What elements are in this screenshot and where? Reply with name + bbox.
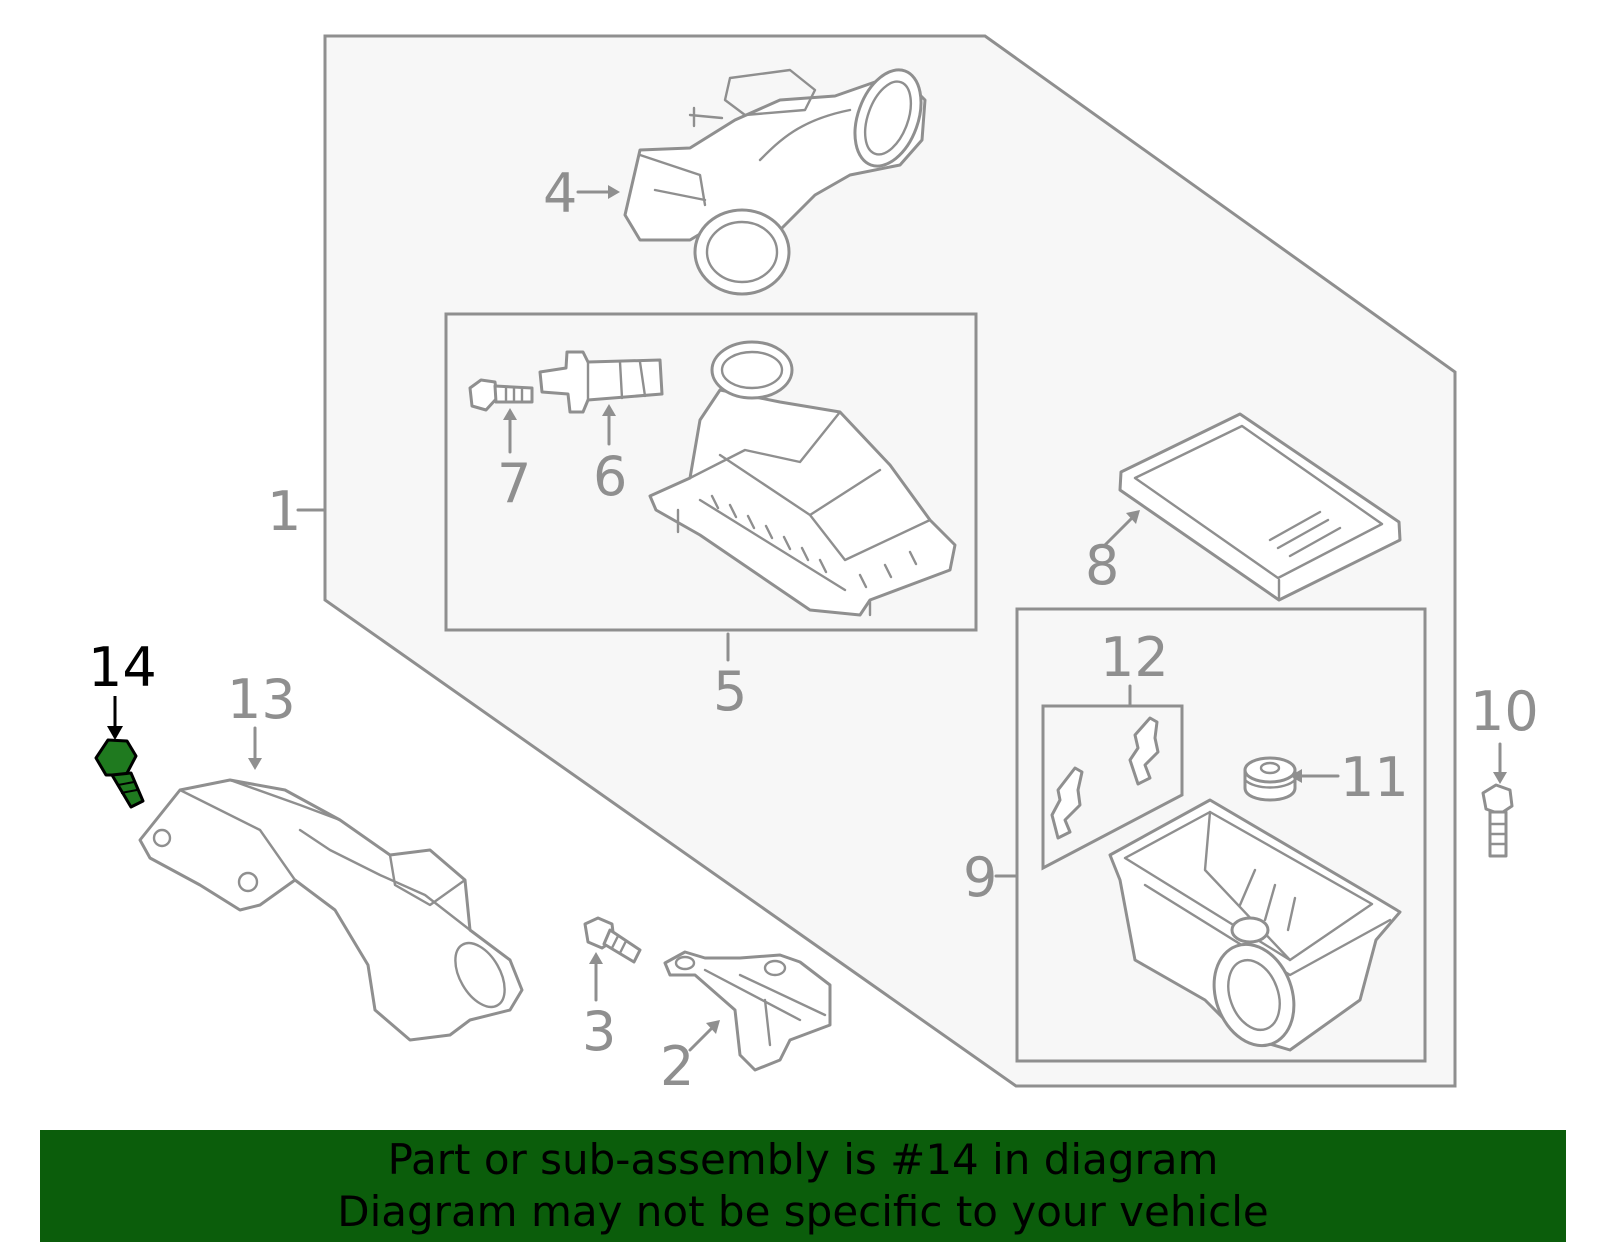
subgroup-box-12 <box>1041 704 1184 871</box>
bolt-7-part[interactable] <box>468 378 534 412</box>
callout-9: 9 <box>963 846 997 909</box>
callout-2: 2 <box>660 1035 694 1098</box>
leader-arrow-14 <box>107 726 123 740</box>
grommet-part[interactable] <box>1243 756 1297 802</box>
callout-14: 14 <box>88 636 157 699</box>
callout-11: 11 <box>1340 746 1409 809</box>
banner-line-part-number: Part or sub-assembly is #14 in diagram <box>387 1135 1219 1184</box>
air-cleaner-housing-part[interactable] <box>1108 798 1402 1057</box>
air-intake-duct-part[interactable] <box>138 778 524 1042</box>
clip-12b-part[interactable] <box>1128 716 1160 786</box>
callout-4: 4 <box>543 162 577 225</box>
subgroup-box-9 <box>1015 607 1427 1063</box>
callout-8: 8 <box>1085 534 1119 597</box>
air-cleaner-cover-part[interactable] <box>648 340 957 617</box>
callout-10: 10 <box>1470 680 1539 743</box>
callout-1: 1 <box>267 480 301 543</box>
bolt-3-part[interactable] <box>583 916 642 964</box>
bolt-10-part[interactable] <box>1481 783 1514 858</box>
subgroup-box-5 <box>444 312 978 632</box>
maf-sensor-part[interactable] <box>538 350 664 414</box>
callout-12: 12 <box>1100 626 1169 689</box>
callout-5: 5 <box>713 660 747 723</box>
highlighted-bolt-14-part[interactable] <box>94 738 145 809</box>
air-filter-part[interactable] <box>1118 412 1402 602</box>
callout-13: 13 <box>227 668 296 731</box>
bracket-part[interactable] <box>663 950 832 1072</box>
callout-6: 6 <box>593 445 627 508</box>
callout-3: 3 <box>582 1000 616 1063</box>
info-banner: Part or sub-assembly is #14 in diagram D… <box>40 1130 1566 1242</box>
banner-line-disclaimer: Diagram may not be specific to your vehi… <box>337 1187 1269 1236</box>
callout-7: 7 <box>497 452 531 515</box>
air-intake-hose-part[interactable] <box>623 61 933 296</box>
leader-lines <box>248 185 1507 1052</box>
clip-12a-part[interactable] <box>1050 766 1084 840</box>
